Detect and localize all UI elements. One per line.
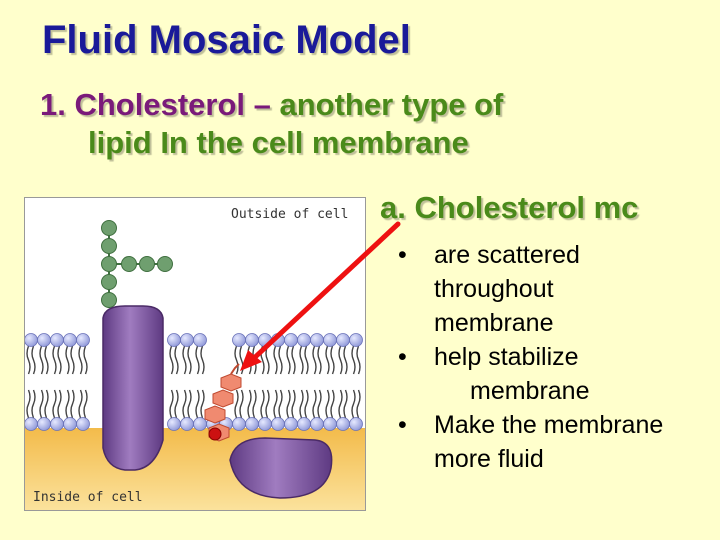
sugar-unit	[121, 256, 137, 272]
phospholipid-head	[76, 333, 90, 347]
sugar-unit	[101, 292, 117, 308]
bullet-item: • help stabilize membrane	[398, 340, 716, 408]
point-1-term: 1. Cholesterol –	[40, 87, 280, 122]
phospholipid-head	[349, 417, 363, 431]
phospholipid-head	[167, 333, 181, 347]
phospholipid-head	[245, 333, 259, 347]
bullet-text: help stabilize	[434, 343, 579, 371]
bullet-text: are scattered	[434, 241, 580, 269]
slide-title: Fluid Mosaic Model	[42, 18, 411, 62]
membrane-diagram: Outside of cell Inside of cell	[24, 197, 366, 511]
phospholipid-head	[297, 417, 311, 431]
phospholipid-head	[323, 333, 337, 347]
sugar-unit	[101, 256, 117, 272]
sugar-unit	[139, 256, 155, 272]
bullet-text: membrane	[470, 377, 590, 405]
phospholipid-head	[232, 417, 246, 431]
membrane-illustration: Outside of cell Inside of cell	[25, 207, 365, 510]
phospholipid-head	[180, 417, 194, 431]
outside-cell-label: Outside of cell	[231, 207, 348, 222]
bullet-list: • are scattered throughout membrane • he…	[398, 238, 716, 476]
sub-point-a: a. Cholesterol mc	[380, 190, 639, 225]
phospholipid-head	[323, 417, 337, 431]
point-1: 1. Cholesterol – another type of lipid I…	[40, 86, 710, 162]
phospholipid-head	[271, 417, 285, 431]
phospholipid-head	[63, 333, 77, 347]
phospholipid-head	[349, 333, 363, 347]
point-1-text-line1: another type of	[279, 87, 504, 122]
integral-protein	[102, 305, 164, 471]
phospholipid-head	[310, 333, 324, 347]
bullet-dot: •	[398, 411, 407, 439]
glycan-chain	[101, 220, 173, 308]
phospholipid-head	[193, 417, 207, 431]
phospholipid-head	[167, 417, 181, 431]
phospholipid-head	[50, 417, 64, 431]
phospholipid-head	[193, 333, 207, 347]
sugar-unit	[157, 256, 173, 272]
peripheral-protein	[229, 437, 333, 499]
bullet-dot: •	[398, 241, 407, 269]
phospholipid-head	[284, 333, 298, 347]
phospholipid-head	[284, 417, 298, 431]
phospholipid-head	[63, 417, 77, 431]
sugar-unit	[101, 220, 117, 236]
inside-cell-label: Inside of cell	[33, 490, 143, 505]
phospholipid-head	[336, 333, 350, 347]
phospholipid-head	[37, 333, 51, 347]
phospholipid-head	[258, 333, 272, 347]
lipid-tails-lower	[26, 389, 361, 419]
phospholipid-head	[245, 417, 259, 431]
sugar-unit	[101, 238, 117, 254]
bullet-text: more fluid	[434, 445, 544, 473]
phospholipid-head	[258, 417, 272, 431]
phospholipid-head	[25, 333, 38, 347]
phospholipid-head	[232, 333, 246, 347]
phospholipid-head	[310, 417, 324, 431]
sugar-unit	[101, 274, 117, 290]
bullet-text: Make the membrane	[434, 411, 664, 439]
bullet-text: membrane	[434, 309, 554, 337]
bullet-text: throughout	[434, 275, 554, 303]
phospholipid-heads-upper	[25, 333, 363, 347]
bullet-dot: •	[398, 343, 407, 371]
lipid-tails-upper	[26, 345, 361, 375]
phospholipid-heads-lower	[25, 417, 363, 431]
phospholipid-head	[25, 417, 38, 431]
phospholipid-head	[297, 333, 311, 347]
phospholipid-head	[50, 333, 64, 347]
bullet-item: • are scattered throughout membrane	[398, 238, 716, 340]
bullet-item: • Make the membrane more fluid	[398, 408, 716, 476]
phospholipid-head	[180, 333, 194, 347]
phospholipid-head	[37, 417, 51, 431]
cholesterol-molecule	[204, 363, 242, 442]
phospholipid-head	[336, 417, 350, 431]
point-1-text-line2: lipid In the cell membrane	[88, 125, 469, 160]
phospholipid-head	[271, 333, 285, 347]
phospholipid-head	[76, 417, 90, 431]
